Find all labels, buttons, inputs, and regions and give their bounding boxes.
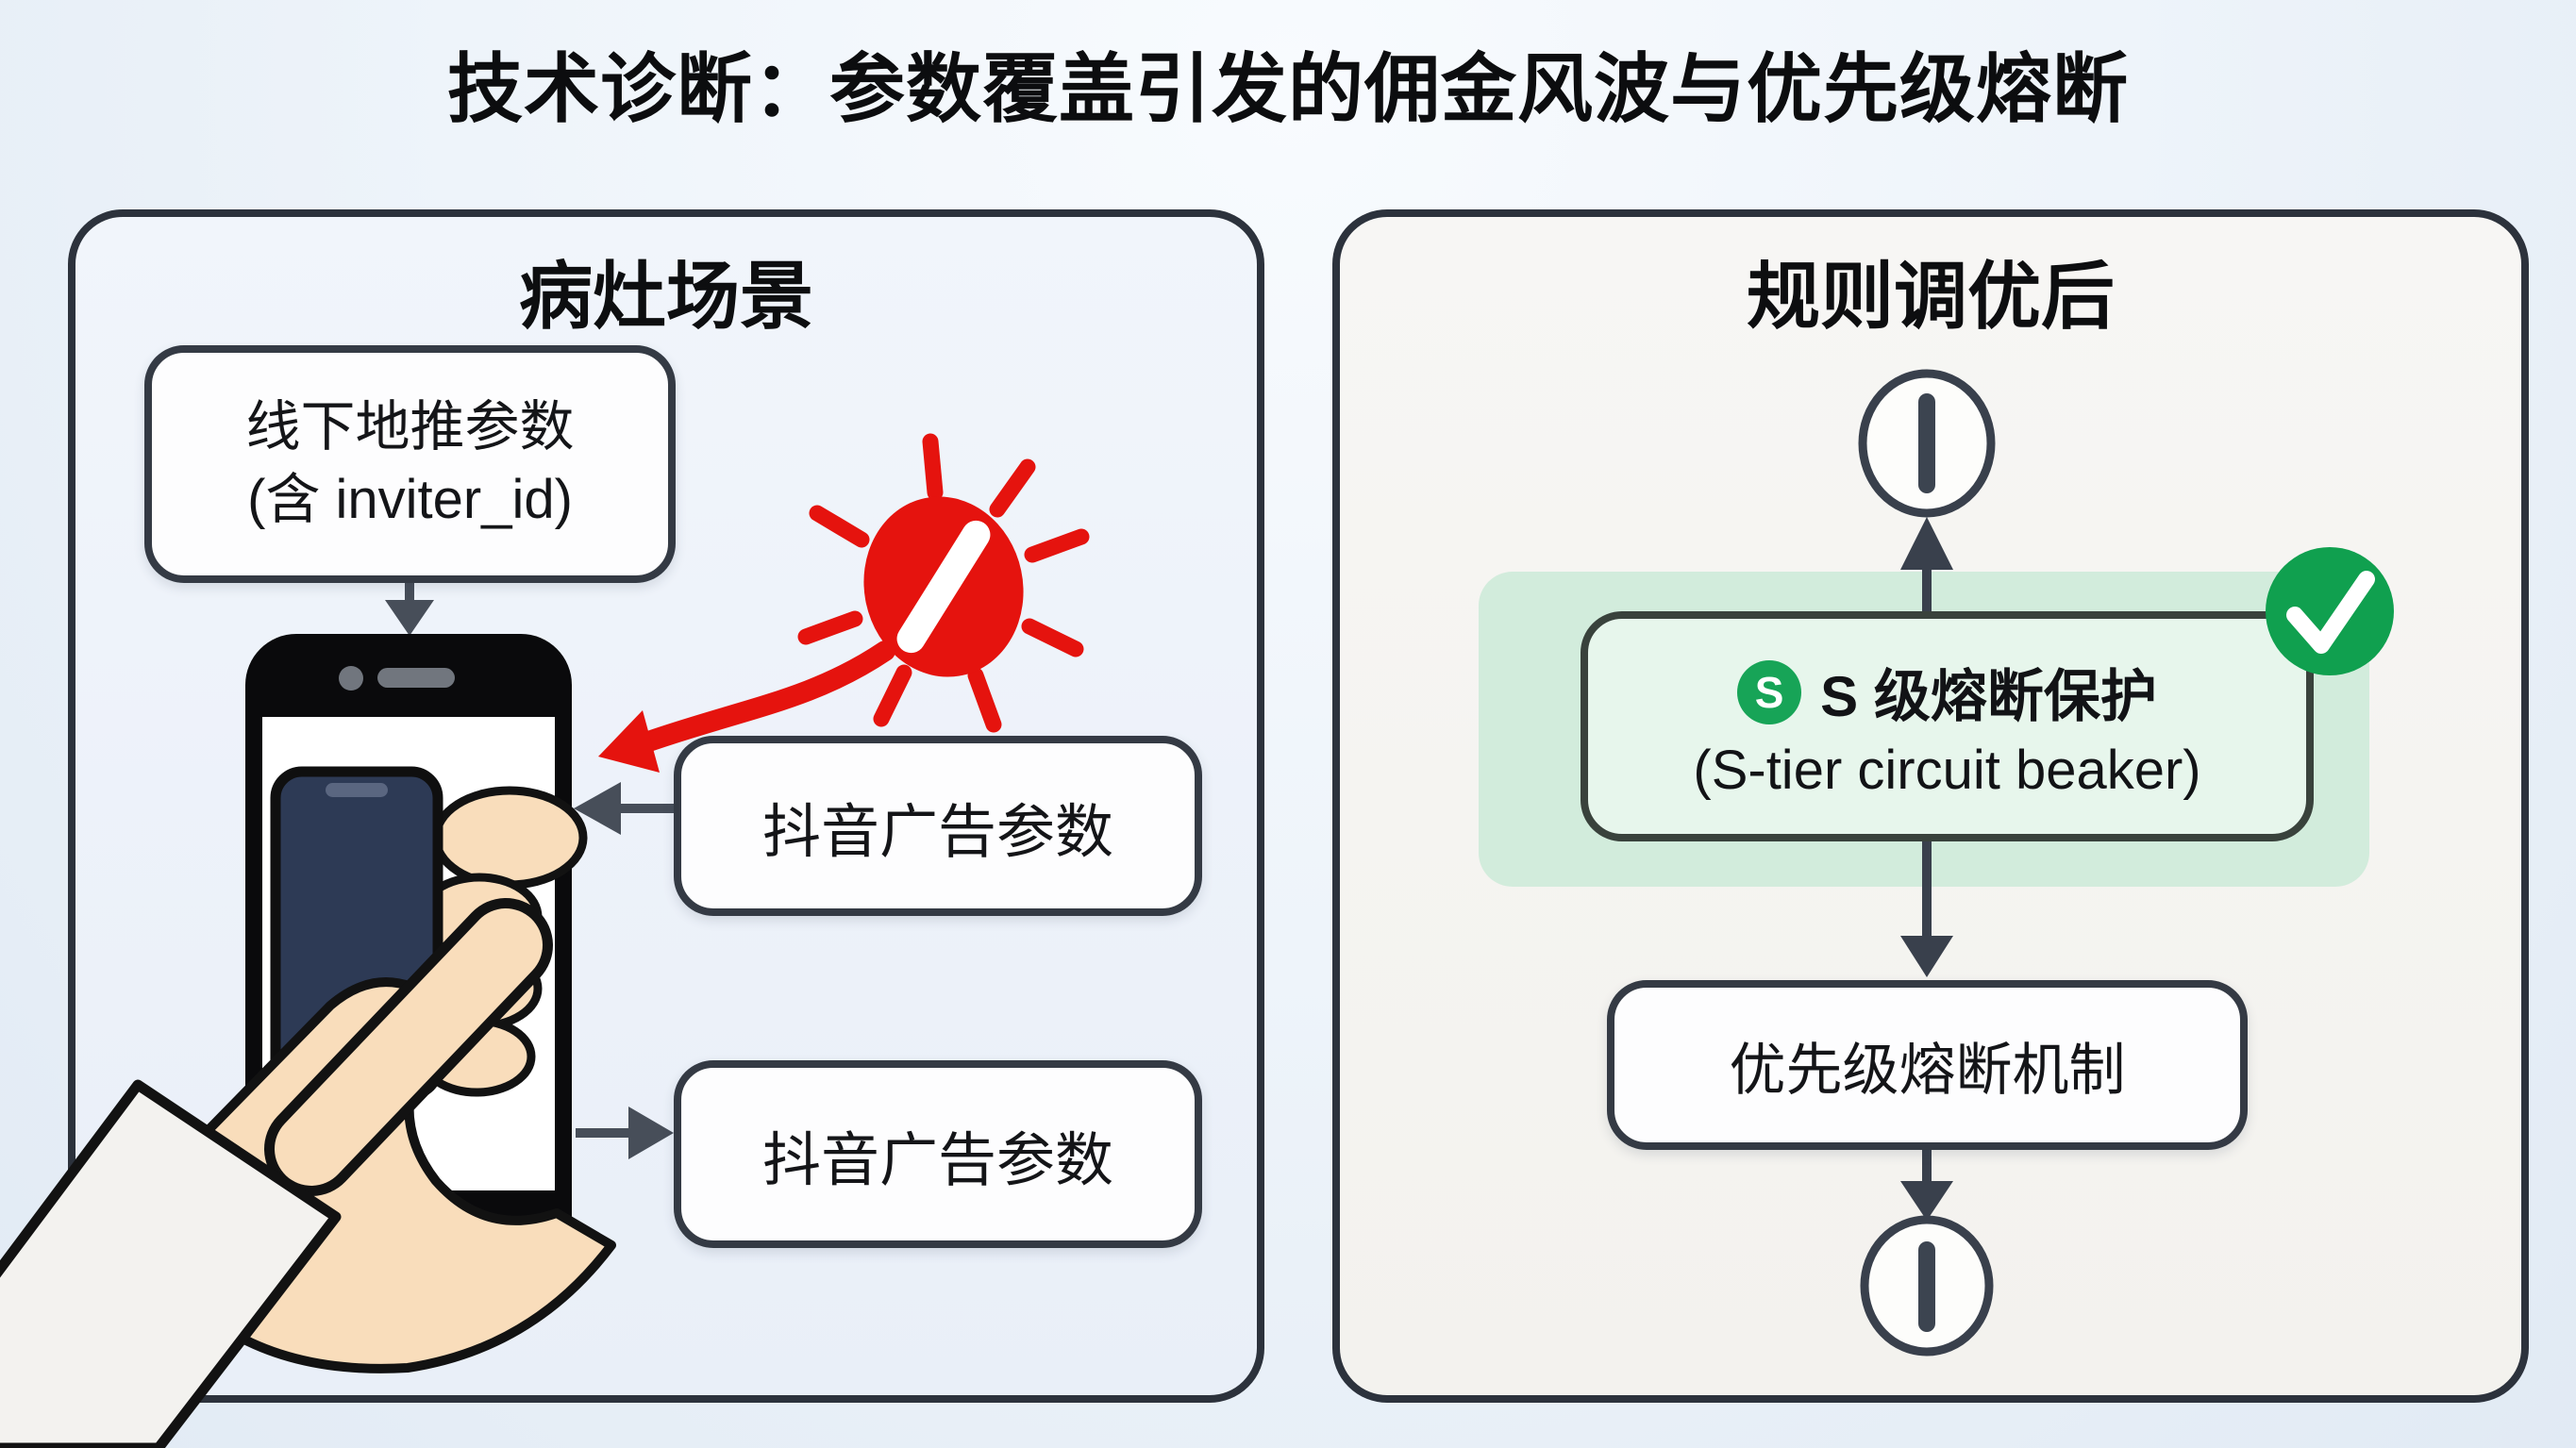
flow-start-node-icon bbox=[1858, 369, 1996, 518]
page-title: 技术诊断：参数覆盖引发的佣金风波与优先级熔断 bbox=[447, 47, 2129, 131]
thumb bbox=[275, 908, 543, 1186]
offline-param-line1: 线下地推参数 bbox=[245, 396, 575, 458]
hand-holding-phone-illustration bbox=[0, 766, 616, 1448]
left-panel-heading: 病灶场景 bbox=[518, 255, 813, 338]
priority-circuit-breaker-label: 优先级熔断机制 bbox=[1729, 1038, 2126, 1102]
conflict-curved-arrow bbox=[598, 641, 895, 773]
arrow-phone-to-adparams bbox=[576, 1107, 674, 1159]
douyin-ad-param-box-top: 抖音广告参数 bbox=[674, 736, 1202, 916]
sleeve bbox=[0, 1079, 342, 1448]
arrow-box-to-start-node bbox=[1900, 517, 1953, 613]
arrow-priority-to-end-node bbox=[1900, 1150, 1953, 1221]
arrow-adparams-into-phone bbox=[574, 782, 674, 835]
offline-param-line2: (含 inviter_id) bbox=[247, 469, 573, 530]
douyin-ad-param-label-bottom: 抖音广告参数 bbox=[761, 1127, 1113, 1193]
arrow-stier-to-priority bbox=[1900, 841, 1953, 977]
s-tier-subtitle: (S-tier circuit beaker) bbox=[1693, 740, 2201, 801]
flow-end-node-icon bbox=[1860, 1215, 1994, 1356]
priority-circuit-breaker-box: 优先级熔断机制 bbox=[1607, 980, 2248, 1150]
right-panel-heading: 规则调优后 bbox=[1746, 255, 2115, 338]
phone-speaker bbox=[377, 668, 455, 688]
s-tier-line1: S S 级熔断保护 bbox=[1737, 651, 2157, 733]
s-badge-icon: S bbox=[1737, 659, 1802, 724]
douyin-ad-param-label-top: 抖音广告参数 bbox=[761, 799, 1113, 865]
parameter-conflict-burst-icon bbox=[797, 433, 1090, 733]
phone-camera-dot bbox=[339, 666, 363, 691]
douyin-ad-param-box-bottom: 抖音广告参数 bbox=[674, 1060, 1202, 1248]
arrow-param-to-phone bbox=[385, 583, 434, 636]
s-tier-protection-box: S S 级熔断保护 (S-tier circuit beaker) bbox=[1581, 611, 2314, 841]
s-tier-title: S 级熔断保护 bbox=[1820, 665, 2157, 728]
success-check-icon bbox=[2264, 545, 2396, 677]
offline-param-box: 线下地推参数 (含 inviter_id) bbox=[144, 345, 676, 583]
